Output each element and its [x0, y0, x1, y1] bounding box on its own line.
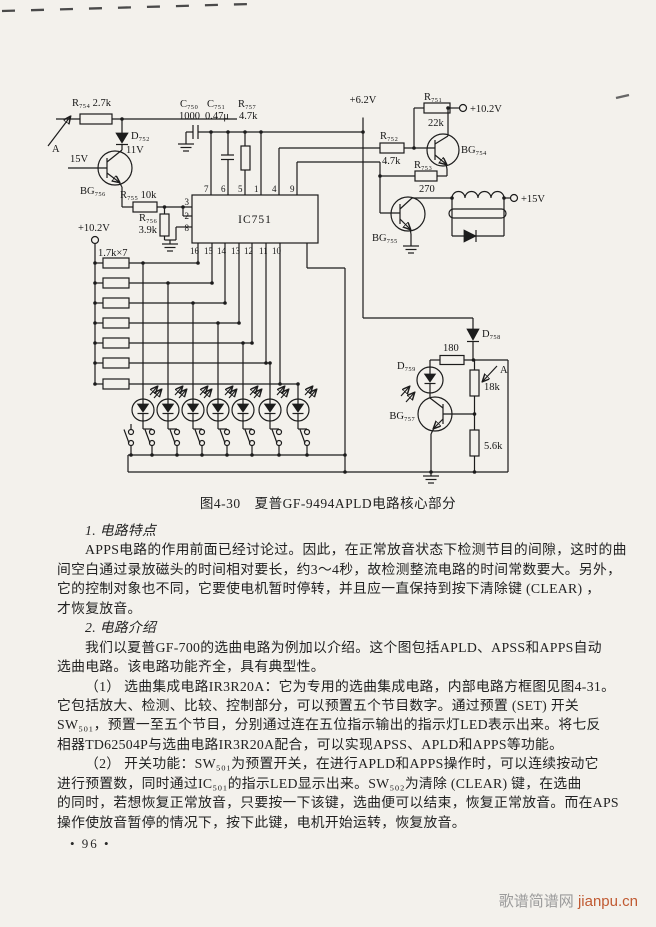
label-r753-name: R₇₅₃ — [414, 160, 432, 171]
label-r757-val: 4.7k — [239, 111, 258, 122]
label-15v-rail: +15V — [521, 194, 545, 205]
label-15v: 15V — [70, 154, 89, 165]
input-stage — [47, 113, 237, 252]
label-bg755: BG₇₅₅ — [372, 233, 398, 244]
label-arrow-a-right: A — [500, 365, 508, 376]
pin-top-6: 6 — [221, 184, 226, 194]
label-10v2-left: +10.2V — [78, 223, 110, 234]
label-18k: 18k — [484, 382, 501, 393]
label-10v2-right: +10.2V — [470, 104, 502, 115]
text-line: 间空白通过录放磁头的时间相对要长，约3～4秒，故检测整流电路的时间常数要大。另外… — [57, 561, 622, 577]
pin-bot-13: 13 — [231, 246, 241, 256]
pin-bot-10: 10 — [272, 246, 282, 256]
text-line: 操作使放音暂停的情况下，按下此键，电机开始运转，恢复放音。 — [57, 814, 466, 830]
watermark: 歌谱简谱网 jianpu.cn — [499, 890, 638, 911]
label-r751-name: R₇₅₁ — [424, 92, 442, 103]
drive-stage — [279, 102, 519, 254]
label-c750-name: C₇₅₀ — [180, 99, 198, 110]
pin-left-3: 3 — [185, 197, 190, 207]
label-r756-val: 3.9k — [139, 225, 158, 236]
sensor-stage — [362, 117, 509, 484]
text-line: 它的控制对象也不同，它要使电机暂时停转，并且应一直保持到按下清除键 (CLEAR… — [57, 581, 601, 597]
text-line: 选曲电路。该电路功能齐全，具有典型性。 — [57, 659, 325, 675]
pin-bot-11: 11 — [259, 246, 268, 256]
label-r756-name: R₇₅₆ — [139, 213, 157, 224]
text-line: 我们以夏普GF-700的选曲电路为例加以介绍。这个图包括APLD、APSS和AP… — [85, 639, 602, 655]
label-11v: 11V — [126, 145, 144, 156]
pin-top-9: 9 — [290, 184, 295, 194]
text-line: 1. 电路特点 — [85, 523, 157, 538]
pin-bot-16: 16 — [190, 246, 200, 256]
pin-bot-12: 12 — [244, 246, 253, 256]
label-r755: R₇₅₅ 10k — [120, 190, 157, 201]
label-r752-name: R₇₅₂ — [380, 131, 398, 142]
label-d752: D₇₅₂ — [131, 131, 150, 142]
junction-dots — [93, 106, 506, 474]
pin-top-7: 7 — [204, 184, 209, 194]
label-r754: R₇₅₄ 2.7k — [72, 98, 112, 109]
pin-top-4: 4 — [272, 184, 277, 194]
label-r-array: 1.7k×7 — [98, 248, 128, 259]
label-bg757: BG₇₅₇ — [389, 411, 415, 422]
scan-artifacts — [1, 2, 630, 100]
pin-top-5: 5 — [238, 184, 243, 194]
label-r757-name: R₇₅₇ — [238, 99, 256, 110]
label-r753-val: 270 — [419, 184, 435, 195]
led-array — [90, 235, 508, 473]
page-number: • 96 • — [70, 836, 111, 851]
text-line: 才恢复放音。 — [57, 600, 142, 616]
label-5k6: 5.6k — [484, 441, 503, 452]
body-text: 1. 电路特点 APPS电路的作用前面已经讨论过。因此，在正常放音状态下检测节目… — [57, 521, 627, 832]
text-line: APPS电路的作用前面已经讨论过。因此，在正常放音状态下检测节目的间隙，这时的曲 — [85, 542, 627, 558]
text-line: SW₅₀₁，预置一至五个节目，分别通过连在五位指示输出的指示灯LED表示出来。将… — [57, 717, 601, 733]
label-arrow-a-left: A — [52, 144, 60, 155]
label-c750-val: 1000 — [179, 111, 200, 122]
label-bg756: BG₇₅₆ — [80, 186, 106, 197]
text-line: 的同时，若想恢复正常放音，只要按一下该键，选曲便可以结束，恢复正常放音。而在AP… — [57, 795, 619, 811]
pin-bot-14: 14 — [217, 246, 227, 256]
figure-caption: 图4-30 夏普GF-9494APLD电路核心部分 — [199, 496, 457, 511]
text-line: 进行预置数，同时通过IC₅₀₁的指示LED显示出来。SW₅₀₂为清除 (CLEA… — [57, 775, 582, 791]
schematic-labels: R₇₅₄ 2.7k A D₇₅₂ 11V 15V BG₇₅₆ R₇₅₅ 10k … — [52, 92, 545, 452]
label-r752-val: 4.7k — [382, 156, 401, 167]
label-d759: D₇₅₉ — [397, 361, 416, 372]
label-r751-val: 22k — [428, 118, 445, 129]
watermark-site-name: 歌谱简谱网 — [498, 893, 574, 910]
label-bg754: BG₇₅₄ — [461, 145, 487, 156]
text-line: （2） 开关功能：SW₅₀₁为预置开关，在进行APLD和APPS操作时，可以连续… — [85, 756, 599, 772]
label-d758: D₇₅₈ — [482, 329, 501, 340]
text-line: 2. 电路介绍 — [85, 620, 157, 636]
text-line: （1） 选曲集成电路IR3R20A：它为专用的选曲集成电路，内部电路方框图见图4… — [85, 678, 616, 694]
label-6v2: +6.2V — [350, 95, 377, 106]
label-c751-val: 0.47μ — [205, 111, 229, 122]
pin-bot-15: 15 — [204, 246, 214, 256]
text-line: 相器TD62504P与选曲电路IR3R20A配合，可以实现APSS、APLD和A… — [57, 736, 564, 752]
pin-top-1: 1 — [254, 184, 259, 194]
label-ic751: IC751 — [238, 214, 272, 226]
pin-left-2: 2 — [185, 211, 190, 221]
label-c751-name: C₇₅₁ — [207, 99, 225, 110]
watermark-site-url: jianpu.cn — [577, 893, 638, 910]
text-line: 它包括放大、检测、比较、控制部分，可以预置五个节目数字。通过预置 (SET) 开… — [57, 697, 580, 713]
ic751-block — [177, 125, 363, 244]
circuit-schematic-figure: R₇₅₄ 2.7k A D₇₅₂ 11V 15V BG₇₅₆ R₇₅₅ 10k … — [1, 2, 630, 484]
pin-left-8: 8 — [185, 223, 190, 233]
label-r180: 180 — [443, 343, 459, 354]
